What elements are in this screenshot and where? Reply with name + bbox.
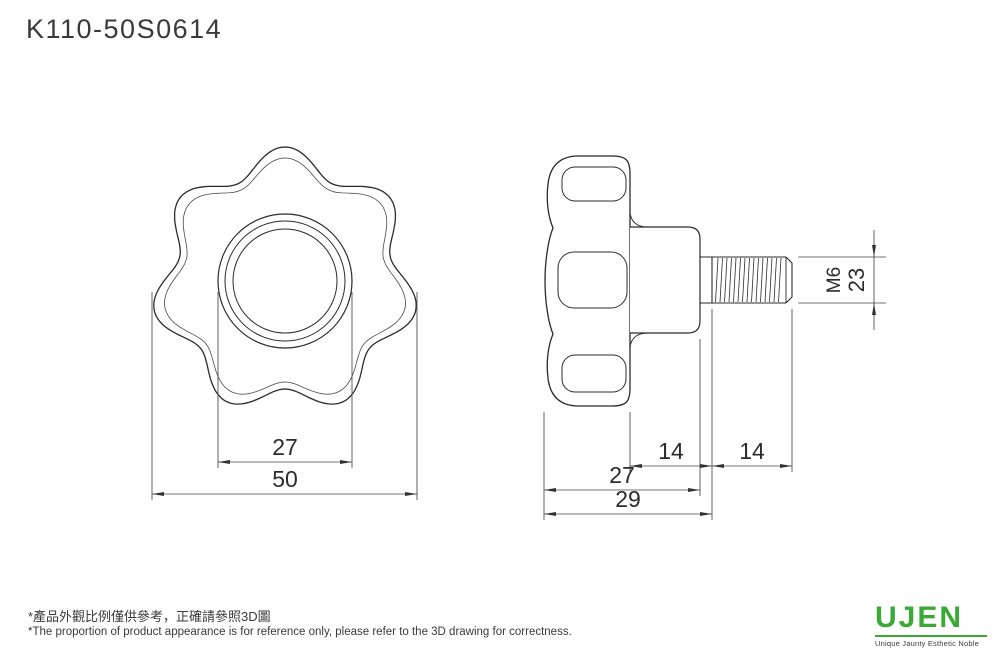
footnote-chinese: *產品外觀比例僅供參考，正確請參照3D圖 xyxy=(28,609,271,624)
label-dim-14-first: 14 xyxy=(658,438,684,464)
hub-circle-mid xyxy=(224,220,346,342)
thread-hatching xyxy=(715,257,782,303)
label-thread-spec-m6: M6 xyxy=(824,267,845,293)
knob-chamfer-profile xyxy=(164,157,406,395)
lobe-face-top xyxy=(561,166,627,202)
ujen-logo: UJEN Unique Jaunty Esthetic Noble xyxy=(875,602,987,648)
front-view xyxy=(153,146,417,405)
side-view xyxy=(544,155,793,407)
boss-fillet-top xyxy=(629,212,649,228)
part-number-title: K110-50S0614 xyxy=(26,14,223,44)
threaded-stud xyxy=(700,256,793,304)
label-dim-14-second: 14 xyxy=(739,438,765,464)
label-dim-27-side: 27 xyxy=(609,462,635,488)
label-dim-50-front: 50 xyxy=(272,466,298,492)
hub-circle-inner xyxy=(232,228,338,334)
lobe-face-bottom xyxy=(561,354,627,393)
logo-tagline: Unique Jaunty Esthetic Noble xyxy=(875,639,979,648)
logo-divider xyxy=(875,635,987,637)
boss-cylinder xyxy=(630,226,701,334)
label-dim-29-side: 29 xyxy=(615,486,641,512)
dimension-lines xyxy=(151,230,886,520)
ujen-logo-text: UJEN xyxy=(875,601,964,634)
label-dim-23: 23 xyxy=(844,268,869,292)
label-dim-27-front: 27 xyxy=(272,434,298,460)
boss-fillet-bottom xyxy=(629,332,649,348)
lobe-face-middle xyxy=(557,251,628,309)
dimension-labels: 27 50 14 14 27 29 M6 23 xyxy=(272,267,869,512)
knob-outer-profile xyxy=(153,146,417,405)
knob-side-silhouette xyxy=(544,155,631,407)
footnote-english: *The proportion of product appearance is… xyxy=(28,626,572,638)
hub-circle-outer xyxy=(217,213,353,349)
